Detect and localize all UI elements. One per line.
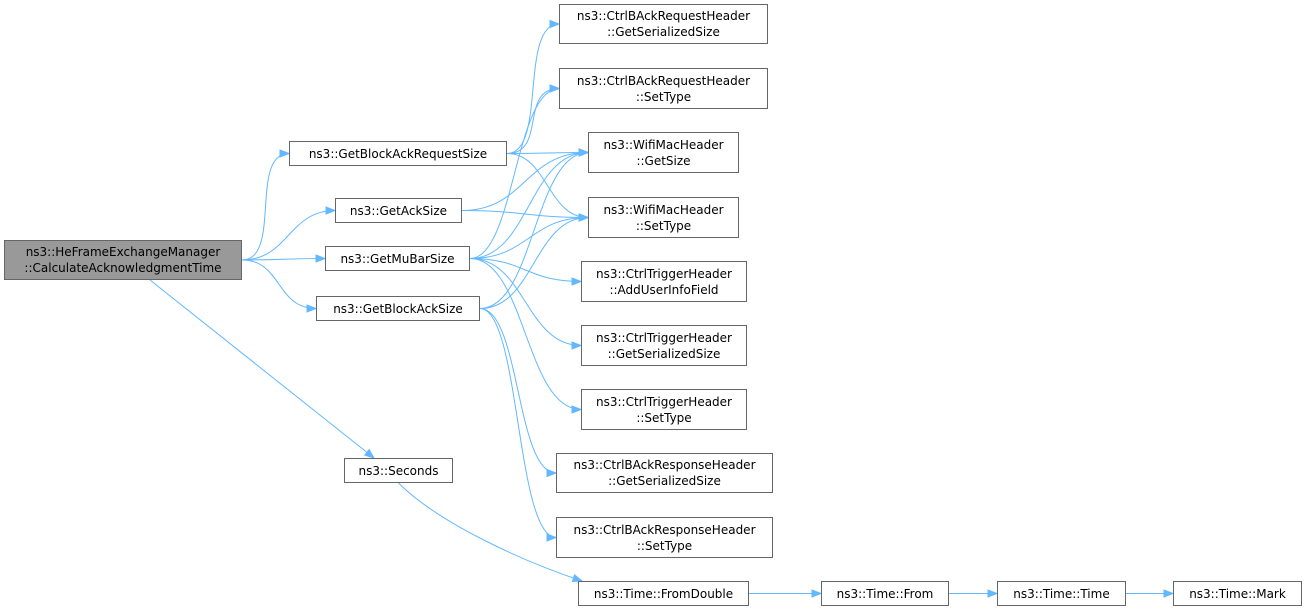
edge-getMuBarSize-to-trigAddUserInfoField — [469, 258, 582, 282]
edge-getBlockAckSize-to-wmhGetSize — [479, 152, 589, 309]
node-label-line1: ns3::CtrlTriggerHeader — [595, 330, 732, 345]
node-wifi-mac-header-set-type[interactable]: ns3::WifiMacHeader ::SetType — [588, 197, 739, 238]
node-label-line2: ::SetType — [635, 89, 692, 104]
edge-root-to-getBlockAckRequestSize — [241, 153, 290, 261]
node-label-line1: ns3::GetAckSize — [349, 203, 448, 218]
edge-arrowhead — [1163, 589, 1175, 598]
edge-arrowhead — [363, 448, 376, 459]
edge-arrowhead — [546, 468, 558, 478]
node-label-line1: ns3::CtrlTriggerHeader — [595, 266, 732, 281]
edge-arrowhead — [549, 84, 561, 93]
edge-seconds-to-timeFromDouble — [398, 482, 583, 582]
node-label-line1: ns3::HeFrameExchangeManager — [25, 245, 221, 259]
node-label-line1: ns3::CtrlBAckRequestHeader — [576, 73, 751, 88]
node-label-line2: ::AddUserInfoField — [609, 282, 719, 297]
node-label-line1: ns3::WifiMacHeader — [603, 137, 724, 152]
edge-arrowhead — [571, 277, 583, 286]
node-label-line2: ::CalculateAcknowledgmentTime — [24, 261, 222, 275]
edge-getBlockAckRequestSize-to-wmhGetSize — [506, 152, 589, 154]
edge-getBlockAckRequestSize-to-barGetSerializedSize — [506, 23, 560, 154]
node-time-mark[interactable]: ns3::Time::Mark — [1173, 581, 1302, 606]
edge-arrowhead — [325, 206, 337, 215]
node-label-line2: ::SetType — [636, 538, 693, 553]
node-get-ack-size[interactable]: ns3::GetAckSize — [335, 198, 462, 223]
edge-root-to-seconds — [149, 279, 375, 459]
edge-getMuBarSize-to-barSetType — [469, 88, 560, 259]
edge-root-to-getMuBarSize — [241, 258, 326, 261]
edge-arrowhead — [306, 304, 318, 313]
edge-getAckSize-to-wmhGetSize — [461, 152, 589, 211]
node-label-line1: ns3::Time::FromDouble — [593, 586, 734, 601]
node-label-line1: ns3::GetBlockAckSize — [333, 301, 463, 316]
edge-arrowhead — [571, 341, 583, 350]
node-label-line1: ns3::Seconds — [358, 463, 439, 478]
node-ctrl-trigger-header-set-type[interactable]: ns3::CtrlTriggerHeader ::SetType — [581, 389, 747, 430]
edge-getMuBarSize-to-trigGetSerializedSize — [469, 258, 582, 346]
node-label-line1: ns3::Time::Mark — [1189, 586, 1286, 601]
edge-getBlockAckSize-to-baSetType — [479, 308, 557, 538]
edge-getMuBarSize-to-trigSetType — [469, 258, 582, 410]
node-label-line1: ns3::CtrlBAckRequestHeader — [576, 9, 751, 23]
node-ctrl-back-response-header-set-type[interactable]: ns3::CtrlBAckResponseHeader ::SetType — [556, 517, 773, 558]
edge-arrowhead — [571, 405, 583, 414]
edge-arrowhead — [578, 148, 590, 157]
node-ctrl-back-request-header-set-type[interactable]: ns3::CtrlBAckRequestHeader ::SetType — [559, 68, 768, 109]
node-get-block-ack-request-size[interactable]: ns3::GetBlockAckRequestSize — [289, 141, 507, 166]
node-label-line1: ns3::CtrlBAckResponseHeader — [573, 522, 756, 537]
node-label-line2: ::GetSize — [636, 153, 691, 168]
node-label-line2: ::SetType — [636, 410, 692, 425]
node-label-line1: ns3::CtrlTriggerHeader — [595, 394, 732, 409]
edge-arrowhead — [811, 589, 823, 598]
node-label-line1: ns3::CtrlBAckResponseHeader — [573, 458, 756, 472]
node-label-line1: ns3::GetBlockAckRequestSize — [308, 146, 488, 161]
node-label-line2: ::GetSerializedSize — [608, 474, 721, 488]
node-label-line1: ns3::GetMuBarSize — [340, 251, 455, 266]
node-ctrl-back-request-header-get-serialized-size[interactable]: ns3::CtrlBAckRequestHeader ::GetSerializ… — [559, 4, 768, 44]
edge-arrowhead — [549, 19, 561, 29]
edge-getAckSize-to-wmhSetType — [461, 210, 589, 218]
node-label-line1: ns3::WifiMacHeader — [603, 202, 724, 217]
node-label-line1: ns3::Time::Time — [1013, 586, 1110, 601]
edge-root-to-getAckSize — [241, 210, 336, 261]
node-label-line1: ns3::Time::From — [836, 586, 934, 601]
edge-arrowhead — [279, 149, 291, 158]
edge-arrowhead — [578, 213, 590, 222]
edge-arrowhead — [571, 573, 584, 583]
node-ctrl-trigger-header-add-user-info-field[interactable]: ns3::CtrlTriggerHeader ::AddUserInfoFiel… — [581, 261, 747, 302]
edge-arrowhead — [546, 533, 558, 542]
edge-getBlockAckSize-to-baGetSerializedSize — [479, 308, 557, 474]
edge-getMuBarSize-to-wmhSetType — [469, 217, 589, 259]
node-time-from-double[interactable]: ns3::Time::FromDouble — [578, 581, 749, 606]
edge-root-to-getBlockAckSize — [241, 259, 317, 309]
node-label-line2: ::GetSerializedSize — [607, 346, 721, 361]
node-get-mu-bar-size[interactable]: ns3::GetMuBarSize — [325, 246, 470, 271]
edge-arrowhead — [315, 254, 327, 263]
node-seconds[interactable]: ns3::Seconds — [344, 458, 453, 483]
node-get-block-ack-size[interactable]: ns3::GetBlockAckSize — [316, 296, 480, 321]
node-label-line2: ::GetSerializedSize — [607, 25, 720, 39]
edge-getMuBarSize-to-wmhGetSize — [469, 152, 589, 259]
edge-getBlockAckRequestSize-to-barSetType — [506, 88, 560, 154]
node-ctrl-trigger-header-get-serialized-size[interactable]: ns3::CtrlTriggerHeader ::GetSerializedSi… — [581, 325, 747, 366]
node-root-calculate-acknowledgment-time: ns3::HeFrameExchangeManager ::CalculateA… — [4, 240, 242, 280]
node-wifi-mac-header-get-size[interactable]: ns3::WifiMacHeader ::GetSize — [588, 132, 739, 173]
edge-getBlockAckSize-to-wmhSetType — [479, 217, 589, 309]
node-ctrl-back-response-header-get-serialized-size[interactable]: ns3::CtrlBAckResponseHeader ::GetSeriali… — [556, 453, 773, 493]
node-time-time[interactable]: ns3::Time::Time — [997, 581, 1126, 606]
edge-arrowhead — [987, 589, 999, 598]
node-time-from[interactable]: ns3::Time::From — [821, 581, 949, 606]
node-label-line2: ::SetType — [635, 218, 692, 233]
